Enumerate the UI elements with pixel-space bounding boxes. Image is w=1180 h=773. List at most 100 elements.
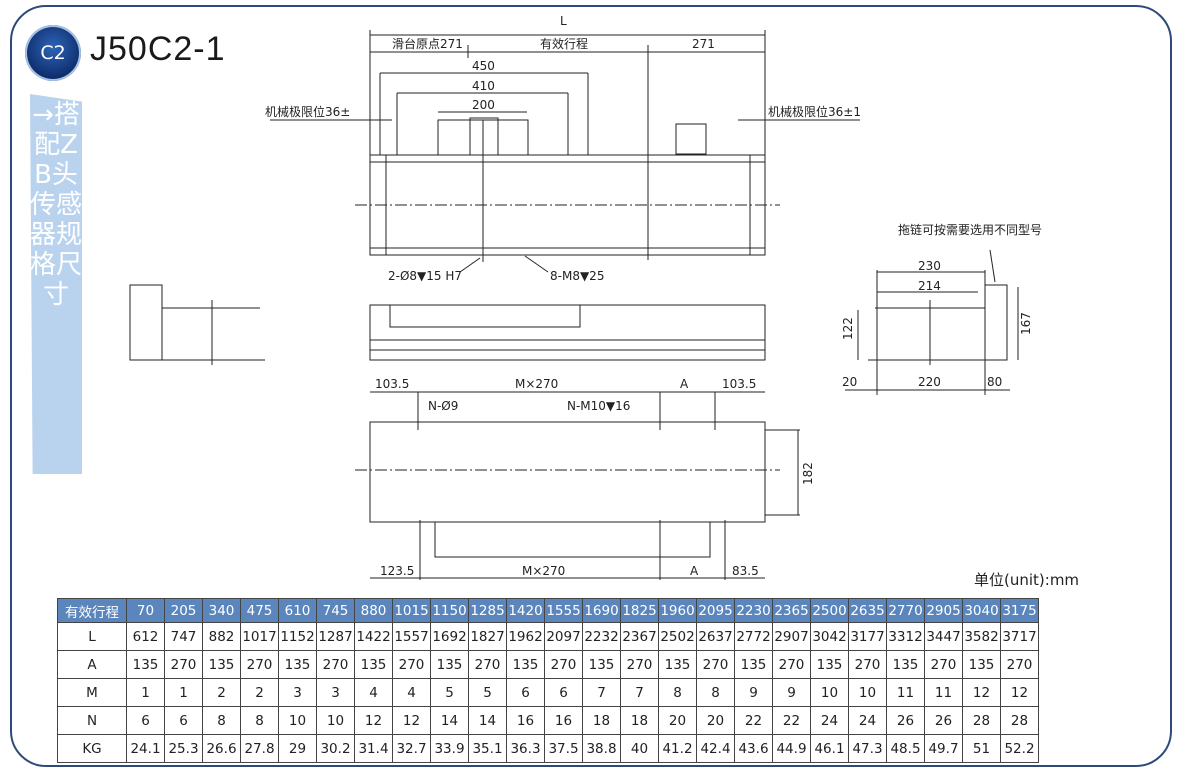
table-cell: 22 bbox=[772, 706, 811, 735]
svg-text:410: 410 bbox=[472, 79, 495, 93]
table-cell: 18 bbox=[620, 706, 659, 735]
table-cell: 1960 bbox=[658, 598, 697, 623]
table-cell: 270 bbox=[620, 650, 659, 679]
svg-text:182: 182 bbox=[801, 462, 815, 485]
table-cell: 2770 bbox=[886, 598, 925, 623]
table-cell: 70 bbox=[126, 598, 165, 623]
table-cell: 2907 bbox=[772, 622, 811, 651]
table-cell: 3717 bbox=[1000, 622, 1039, 651]
table-cell: 135 bbox=[126, 650, 165, 679]
table-cell: 270 bbox=[392, 650, 431, 679]
table-cell: 340 bbox=[202, 598, 241, 623]
table-cell: 8 bbox=[696, 678, 735, 707]
table-cell: 270 bbox=[1000, 650, 1039, 679]
table-cell: 2230 bbox=[734, 598, 773, 623]
table-cell: 3040 bbox=[962, 598, 1001, 623]
table-cell: 1017 bbox=[240, 622, 279, 651]
svg-text:230: 230 bbox=[918, 259, 941, 273]
table-cell: 270 bbox=[772, 650, 811, 679]
svg-text:167: 167 bbox=[1019, 312, 1033, 335]
table-cell: 1015 bbox=[392, 598, 431, 623]
svg-text:有效行程: 有效行程 bbox=[540, 36, 588, 51]
table-cell: 40 bbox=[620, 734, 659, 763]
table-cell: 1285 bbox=[468, 598, 507, 623]
svg-text:200: 200 bbox=[472, 98, 495, 112]
table-cell: 1 bbox=[164, 678, 203, 707]
table-cell: 1825 bbox=[620, 598, 659, 623]
table-cell: 612 bbox=[126, 622, 165, 651]
svg-text:机械极限位36±: 机械极限位36± bbox=[265, 104, 350, 119]
table-cell: 7 bbox=[582, 678, 621, 707]
table-cell: 5 bbox=[430, 678, 469, 707]
table-cell: 36.3 bbox=[506, 734, 545, 763]
table-cell: 135 bbox=[354, 650, 393, 679]
table-cell: 42.4 bbox=[696, 734, 735, 763]
table-cell: 2095 bbox=[696, 598, 735, 623]
table-cell: 6 bbox=[164, 706, 203, 735]
svg-text:M×270: M×270 bbox=[522, 564, 565, 578]
table-cell: 10 bbox=[810, 678, 849, 707]
table-cell: 135 bbox=[278, 650, 317, 679]
table-cell: 270 bbox=[240, 650, 279, 679]
table-cell: 270 bbox=[696, 650, 735, 679]
table-cell: 48.5 bbox=[886, 734, 925, 763]
table-cell: 135 bbox=[810, 650, 849, 679]
table-cell: 22 bbox=[734, 706, 773, 735]
table-cell: 18 bbox=[582, 706, 621, 735]
table-cell: 43.6 bbox=[734, 734, 773, 763]
svg-text:220: 220 bbox=[918, 375, 941, 389]
table-cell: 30.2 bbox=[316, 734, 355, 763]
table-cell: 135 bbox=[506, 650, 545, 679]
row-label: L bbox=[57, 622, 127, 651]
bottom-view: 103.5 M×270 A 103.5 N-Ø9 N-M10▼16 182 12… bbox=[355, 377, 815, 580]
table-cell: 9 bbox=[772, 678, 811, 707]
table-cell: 135 bbox=[962, 650, 1001, 679]
table-cell: 475 bbox=[240, 598, 279, 623]
table-cell: 135 bbox=[734, 650, 773, 679]
table-cell: 28 bbox=[1000, 706, 1039, 735]
table-cell: 3175 bbox=[1000, 598, 1039, 623]
front-view: 拖链可按需要选用不同型号 230 214 122 167 20 220 80 bbox=[129, 222, 1042, 395]
table-cell: 32.7 bbox=[392, 734, 431, 763]
table-cell: 25.3 bbox=[164, 734, 203, 763]
table-cell: 33.9 bbox=[430, 734, 469, 763]
table-cell: 135 bbox=[430, 650, 469, 679]
table-cell: 47.3 bbox=[848, 734, 887, 763]
table-cell: 3 bbox=[316, 678, 355, 707]
table-cell: 41.2 bbox=[658, 734, 697, 763]
technical-drawing: L 滑台原点271 有效行程 271 450 410 200 机械极限位36± … bbox=[129, 14, 1042, 580]
table-cell: 270 bbox=[316, 650, 355, 679]
table-cell: 27.8 bbox=[240, 734, 279, 763]
table-cell: 270 bbox=[164, 650, 203, 679]
table-cell: 51 bbox=[962, 734, 1001, 763]
table-cell: 20 bbox=[658, 706, 697, 735]
table-cell: 10 bbox=[278, 706, 317, 735]
table-cell: 270 bbox=[468, 650, 507, 679]
table-cell: 6 bbox=[544, 678, 583, 707]
table-cell: 5 bbox=[468, 678, 507, 707]
table-cell: 12 bbox=[962, 678, 1001, 707]
table-cell: 12 bbox=[1000, 678, 1039, 707]
table-cell: 8 bbox=[240, 706, 279, 735]
model-badge: C2 bbox=[25, 25, 81, 81]
table-cell: 135 bbox=[202, 650, 241, 679]
table-cell: 1962 bbox=[506, 622, 545, 651]
table-cell: 6 bbox=[126, 706, 165, 735]
table-cell: 12 bbox=[392, 706, 431, 735]
table-cell: 52.2 bbox=[1000, 734, 1039, 763]
table-cell: 270 bbox=[544, 650, 583, 679]
table-cell: 2637 bbox=[696, 622, 735, 651]
svg-text:83.5: 83.5 bbox=[732, 564, 759, 578]
table-cell: 880 bbox=[354, 598, 393, 623]
table-cell: 3 bbox=[278, 678, 317, 707]
table-cell: 16 bbox=[506, 706, 545, 735]
table-cell: 14 bbox=[430, 706, 469, 735]
table-cell: 37.5 bbox=[544, 734, 583, 763]
svg-text:450: 450 bbox=[472, 59, 495, 73]
row-label: KG bbox=[57, 734, 127, 763]
model-title: J50C2-1 bbox=[90, 30, 226, 68]
